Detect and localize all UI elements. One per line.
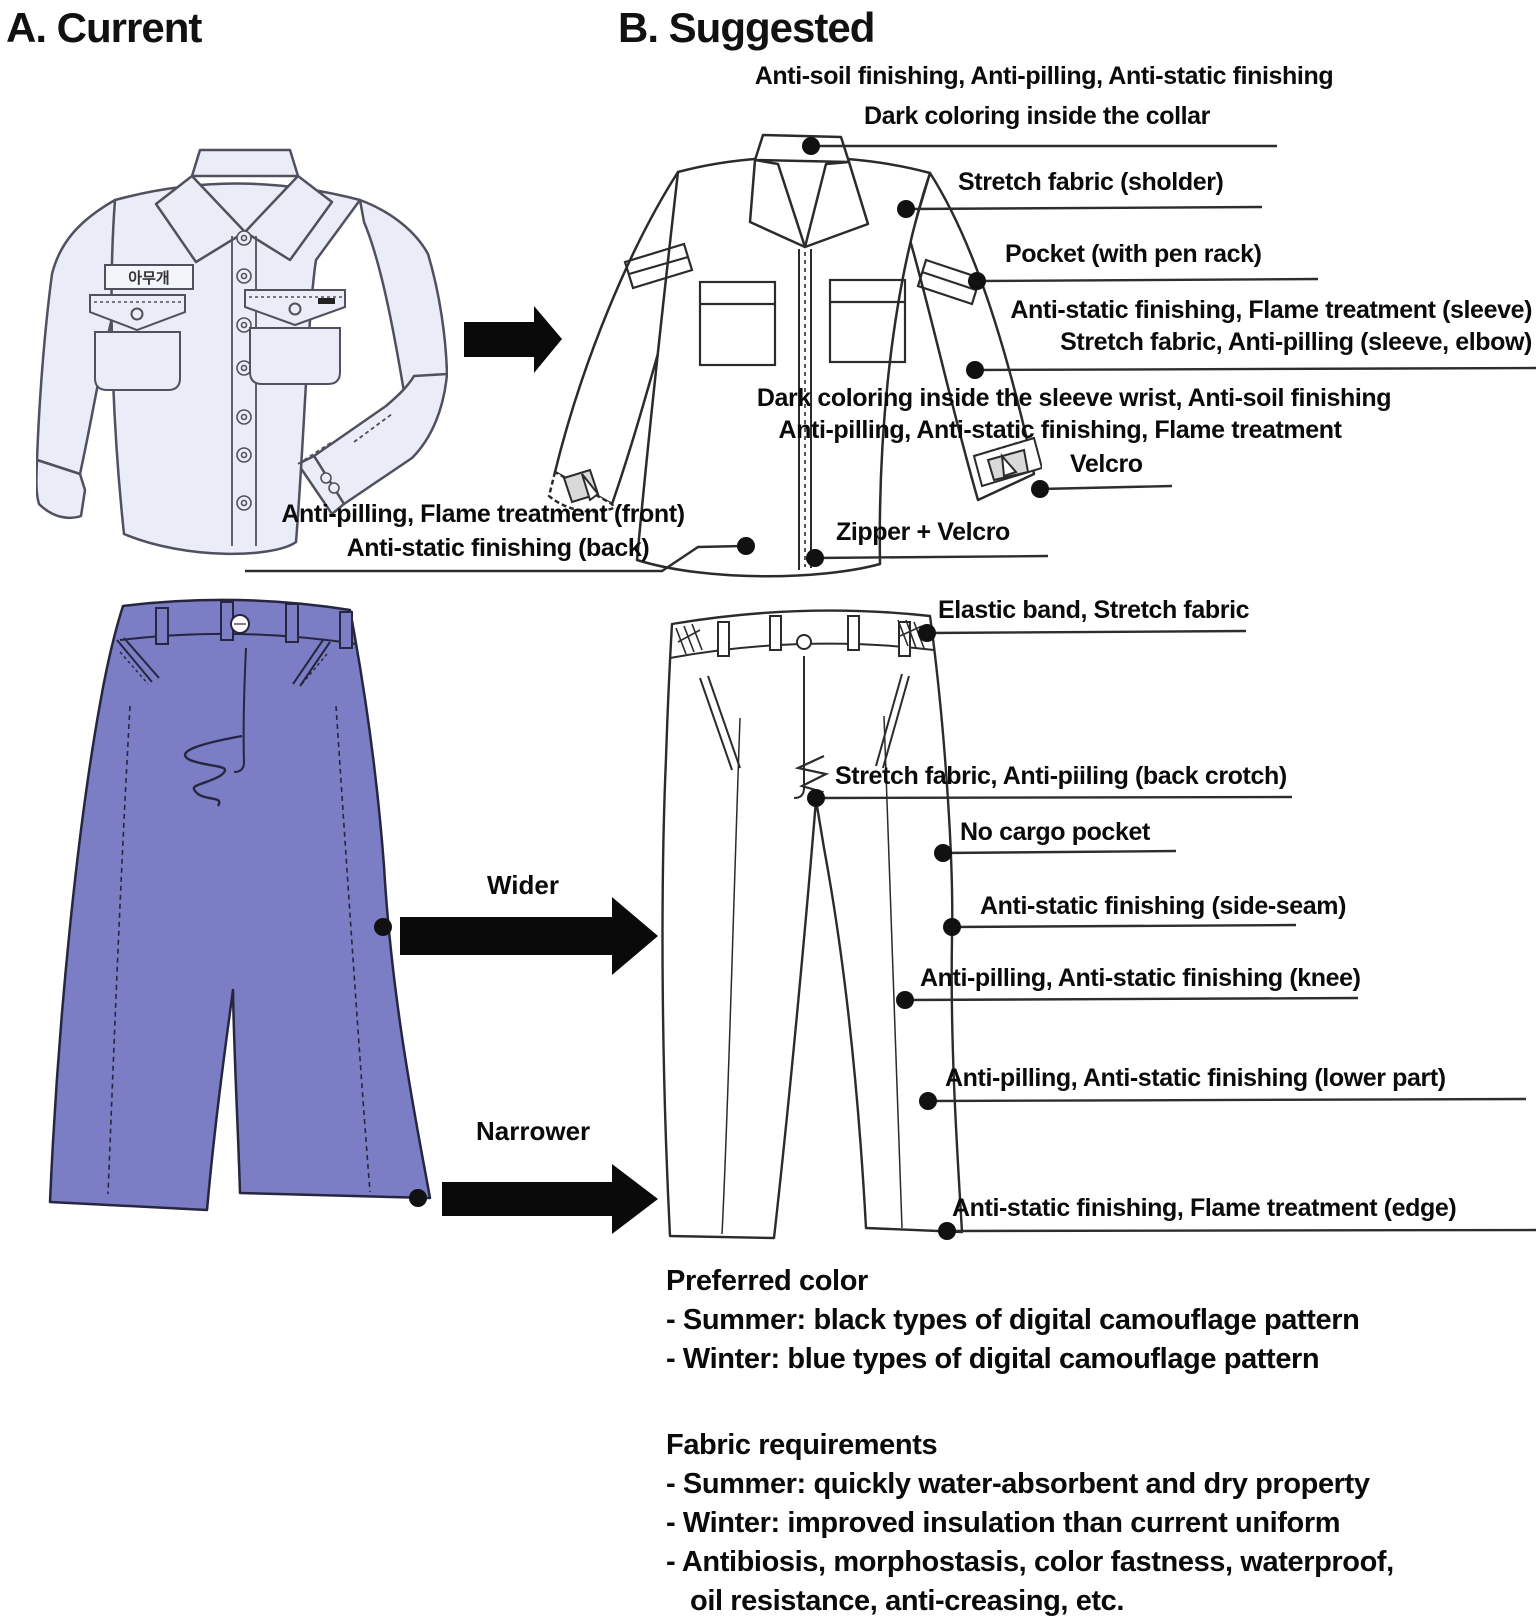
label-wider: Wider bbox=[487, 870, 559, 900]
fabric-item-antibiosis: - Antibiosis, morphostasis, color fastne… bbox=[666, 1546, 1394, 1578]
ann-collar: Dark coloring inside the collar bbox=[863, 102, 1211, 130]
preferred-color-winter: - Winter: blue types of digital camoufla… bbox=[666, 1343, 1320, 1375]
title-current: A. Current bbox=[6, 4, 202, 51]
suggested-shirt-figure bbox=[547, 133, 1042, 578]
ann-sideseam: Anti-static finishing (side-seam) bbox=[980, 892, 1347, 920]
ann-velcro: Velcro bbox=[1070, 450, 1143, 478]
ann-crotch: Stretch fabric, Anti-piiling (back crotc… bbox=[835, 762, 1287, 790]
preferred-color-block: Preferred color - Summer: black types of… bbox=[666, 1262, 1360, 1379]
fabric-item-antibiosis-cont: oil resistance, anti-creasing, etc. bbox=[690, 1585, 1125, 1617]
current-pants-figure bbox=[48, 598, 432, 1212]
suggested-pants-figure bbox=[661, 609, 964, 1240]
ann-elastic: Elastic band, Stretch fabric bbox=[938, 596, 1250, 624]
ann-wrist-line1: Dark coloring inside the sleeve wrist, A… bbox=[756, 384, 1392, 412]
ann-wrist-line2: Anti-pilling, Anti-static finishing, Fla… bbox=[778, 416, 1342, 444]
ann-antisoil: Anti-soil finishing, Anti-pilling, Anti-… bbox=[754, 62, 1334, 90]
name-tag: 아무개 bbox=[104, 264, 194, 290]
preferred-color-title: Preferred color bbox=[666, 1265, 868, 1297]
ann-sleeve-line2: Stretch fabric, Anti-pilling (sleeve, el… bbox=[1060, 328, 1532, 356]
ann-edge: Anti-static finishing, Flame treatment (… bbox=[952, 1194, 1457, 1222]
title-suggested: B. Suggested bbox=[618, 4, 875, 51]
ann-shoulder: Stretch fabric (sholder) bbox=[958, 168, 1224, 196]
fabric-item-winter: - Winter: improved insulation than curre… bbox=[666, 1507, 1341, 1539]
label-narrower: Narrower bbox=[476, 1116, 591, 1146]
fabric-item-summer: - Summer: quickly water-absorbent and dr… bbox=[666, 1468, 1370, 1500]
ann-pocket: Pocket (with pen rack) bbox=[1005, 240, 1262, 268]
ann-zipper: Zipper + Velcro bbox=[836, 518, 1010, 546]
ann-lower: Anti-pilling, Anti-static finishing (low… bbox=[945, 1064, 1446, 1092]
fabric-requirements-block: Fabric requirements - Summer: quickly wa… bbox=[666, 1426, 1394, 1618]
ann-back: Anti-static finishing (back) bbox=[346, 534, 650, 562]
ann-front: Anti-pilling, Flame treatment (front) bbox=[281, 500, 685, 528]
fabric-title: Fabric requirements bbox=[666, 1429, 938, 1461]
ann-knee: Anti-pilling, Anti-static finishing (kne… bbox=[920, 964, 1361, 992]
ann-cargo: No cargo pocket bbox=[960, 818, 1150, 846]
name-tag-text: 아무개 bbox=[128, 269, 169, 287]
current-shirt-figure: 아무개 bbox=[36, 148, 448, 556]
preferred-color-summer: - Summer: black types of digital camoufl… bbox=[666, 1304, 1360, 1336]
narrower-arrow-icon bbox=[442, 1164, 658, 1234]
ann-sleeve-line1: Anti-static finishing, Flame treatment (… bbox=[1010, 296, 1532, 324]
